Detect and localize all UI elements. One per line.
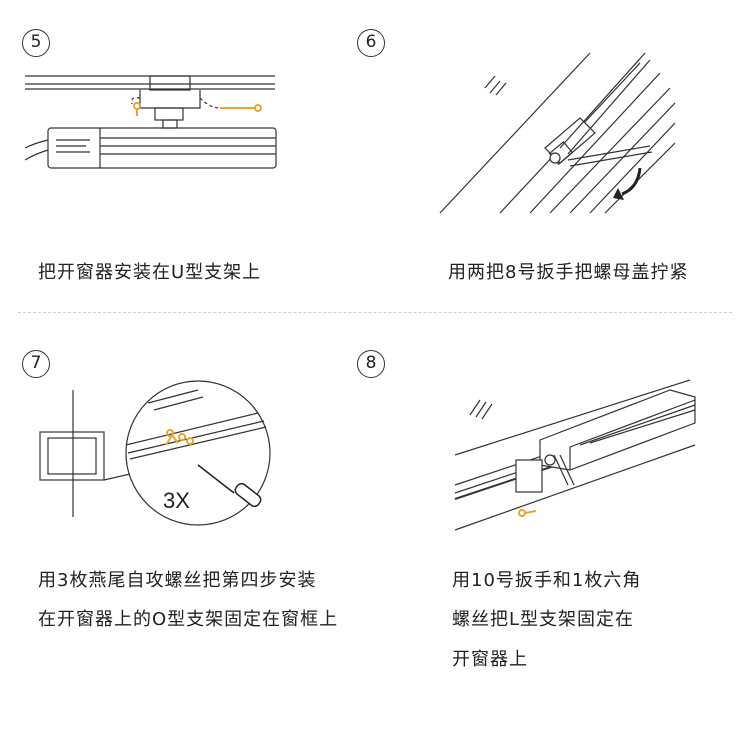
- step-number-5: 5: [22, 29, 50, 57]
- step-8-caption-line-1: 用10号扳手和1枚六角: [452, 570, 642, 591]
- step-7-caption-line-2: 在开窗器上的O型支架固定在窗框上: [38, 609, 339, 630]
- step-7-illustration: [39, 380, 271, 526]
- step-8-caption-line-3: 开窗器上: [452, 649, 528, 670]
- step-8-illustration: [454, 379, 696, 531]
- step-number-7: 7: [22, 350, 50, 378]
- step-8-caption-line-2: 螺丝把L型支架固定在: [452, 609, 635, 630]
- step-5-illustration: [24, 75, 277, 169]
- step-number-8: 8: [357, 350, 385, 378]
- step-6-illustration: [439, 52, 676, 214]
- step-7-caption-line-1: 用3枚燕尾自攻螺丝把第四步安装: [38, 570, 317, 591]
- section-divider: [18, 312, 732, 313]
- step-6-caption: 用两把8号扳手把螺母盖拧紧: [448, 262, 689, 283]
- step-number-6: 6: [357, 29, 385, 57]
- step-5-caption: 把开窗器安装在U型支架上: [38, 262, 262, 283]
- step-7-callout-text: 3X: [163, 488, 190, 513]
